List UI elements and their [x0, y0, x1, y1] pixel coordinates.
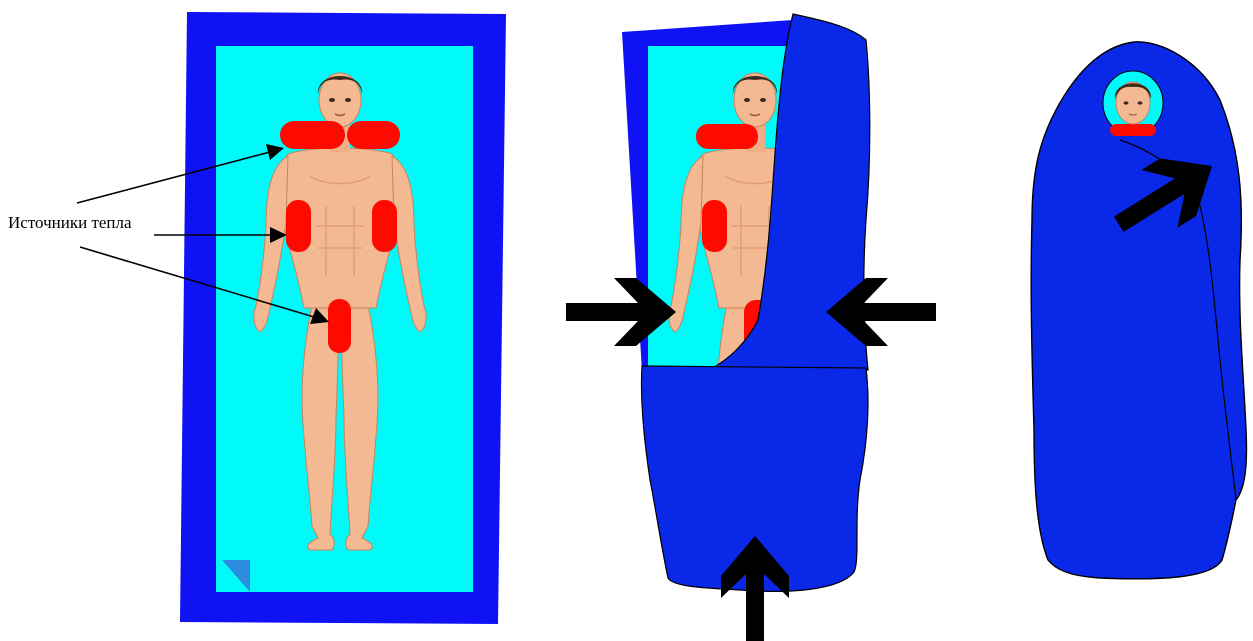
heat-pad-armpit-left-partial [702, 200, 727, 252]
face-icon [1115, 82, 1151, 124]
heat-sources-label: Источники тепла [8, 213, 132, 232]
heat-pad-neck-right [347, 121, 400, 149]
heat-pad-armpit-left [286, 200, 311, 252]
heat-pad-neck-left-partial [696, 124, 758, 149]
heat-pad-groin [328, 299, 351, 353]
heat-pad-neck-cocoon [1110, 124, 1156, 136]
heat-pad-armpit-right [372, 200, 397, 252]
panel-flat-blanket [180, 12, 506, 624]
panel-wrapping [566, 14, 936, 641]
panel-cocoon [1031, 42, 1246, 579]
heat-pad-neck-left [280, 121, 345, 149]
